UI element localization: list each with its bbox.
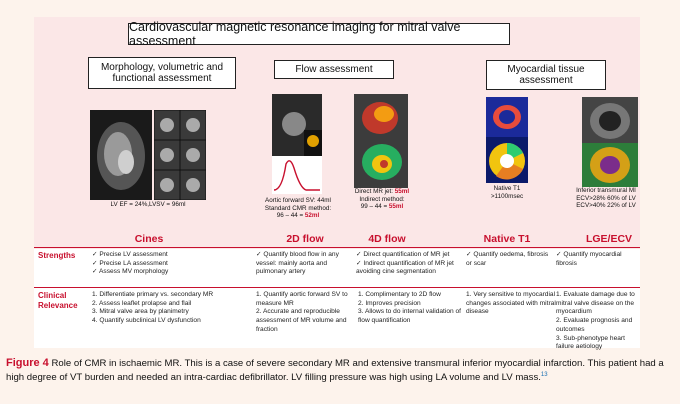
col-4d-flow: 4D flow — [368, 233, 406, 245]
list-item: 2. Assess leaflet prolapse and flail — [92, 299, 192, 307]
cine-caption: LV EF = 24%,LVSV = 96ml — [110, 201, 186, 208]
strengths-flow4d: ✓ Direct quantification of MR jet ✓ Indi… — [356, 251, 468, 277]
clinical-flow2d: 1. Quantify aortic forward SV to measure… — [256, 291, 354, 335]
list-item: 1. Very sensitive to myocardial changes … — [466, 291, 556, 316]
strengths-cines: ✓ Precise LV assessment ✓ Precise LA ass… — [92, 251, 250, 277]
flow4d-direct-value: 55ml — [394, 188, 410, 195]
list-item: ✓ Direct quantification of MR jet — [356, 251, 450, 258]
strengths-flow2d: ✓ Quantify blood flow in any vessel: mai… — [256, 251, 352, 277]
list-item: ✓ Quantify myocardial fibrosis — [556, 251, 622, 267]
divider-top — [34, 247, 640, 248]
cine-grid-image — [154, 110, 206, 200]
col-native-t1: Native T1 — [483, 233, 531, 245]
header-morphology: Morphology, volumetric and functional as… — [88, 57, 236, 89]
flow4d-graphic — [362, 102, 402, 180]
row-clinical-label: Clinical Relevance — [38, 291, 78, 310]
col-cines: Cines — [134, 233, 164, 245]
list-item: ✓ Precise LV assessment — [92, 251, 168, 258]
list-item: ✓ Indirect quantification of MR jet avoi… — [356, 259, 454, 276]
lge-caption-line2: ECV>28% 60% of LV — [576, 194, 636, 202]
flow4d-result: 55ml — [388, 203, 404, 211]
flow2d-curve — [272, 156, 322, 194]
list-item: 3. Sub-phenotype heart failure aetiology — [556, 334, 625, 351]
list-item: 1. Evaluate damage due to mitral valve d… — [556, 291, 635, 316]
col-lge-ecv: LGE/ECV — [585, 233, 633, 245]
t1-caption-line1: Native T1 — [493, 185, 521, 192]
strengths-t1: ✓ Quantify oedema, fibrosis or scar — [466, 251, 554, 268]
figure-panel: Cardiovascular magnetic resonance imagin… — [34, 17, 640, 350]
flow4d-calc: 99 – 44 = — [360, 203, 389, 211]
flow4d-direct-label: Direct MR jet: — [354, 188, 395, 195]
list-item: 4. Quantify subclinical LV dysfunction — [92, 317, 201, 325]
list-item: ✓ Assess MV morphology — [92, 268, 169, 276]
list-item: 1. Differentiate primary vs. secondary M… — [92, 291, 214, 298]
list-item: 1. Quantify aortic forward SV to measure… — [256, 291, 348, 307]
cine-heart-graphic — [97, 122, 145, 190]
list-item: 2. Accurate and reproducible assessment … — [256, 308, 347, 333]
lge-graphic — [582, 103, 638, 187]
list-item: ✓ Quantify blood flow in any vessel: mai… — [256, 251, 339, 276]
clinical-cines: 1. Differentiate primary vs. secondary M… — [92, 291, 252, 326]
lge-caption-line3: ECV>40% 22% of LV — [576, 202, 636, 210]
figure-caption-text: Role of CMR in ischaemic MR. This is a c… — [6, 358, 664, 384]
clinical-lge: 1. Evaluate damage due to mitral valve d… — [556, 291, 640, 352]
t1-graphic — [486, 97, 528, 180]
header-tissue: Myocardial tissue assessment — [486, 60, 606, 90]
list-item: 2. Evaluate prognosis and outcomes — [556, 317, 633, 333]
list-item: 2. Improves precision — [358, 299, 421, 307]
divider-mid — [34, 287, 640, 288]
flow2d-caption-line1: Aortic forward SV: 44ml — [265, 197, 331, 204]
clinical-t1: 1. Very sensitive to myocardial changes … — [466, 291, 556, 317]
t1-caption-line2: >1100msec — [490, 192, 524, 200]
flow4d-caption-line3: 99 – 44 = 55ml — [348, 203, 416, 211]
list-item: 3. Mitral valve area by planimetry — [92, 308, 189, 316]
figure-caption: Figure 4 Role of CMR in ischaemic MR. Th… — [6, 356, 676, 385]
flow2d-calc: 96 – 44 = — [276, 212, 305, 220]
list-item: 3. Allows to do internal validation of f… — [358, 308, 461, 325]
list-item: ✓ Precise LA assessment — [92, 259, 168, 267]
col-2d-flow: 2D flow — [286, 233, 324, 245]
figure-title: Cardiovascular magnetic resonance imagin… — [128, 20, 510, 48]
flow2d-caption: Aortic forward SV: 44ml Standard CMR met… — [260, 197, 336, 220]
header-flow: Flow assessment — [274, 60, 394, 79]
t1-caption: Native T1 >1100msec — [480, 185, 534, 200]
lge-caption-line1: Inferior transmural MI — [576, 187, 636, 194]
flow2d-image — [272, 94, 322, 156]
flow4d-caption-line1: Direct MR jet: 55ml — [348, 188, 416, 196]
list-item: ✓ Quantify oedema, fibrosis or scar — [466, 251, 549, 267]
cine-large-image — [90, 110, 152, 200]
lge-caption: Inferior transmural MI ECV>28% 60% of LV… — [572, 187, 640, 210]
flow4d-caption-line2: Indirect method: — [359, 195, 405, 203]
list-item: 1. Complimentary to 2D flow — [358, 291, 441, 298]
flow2d-result: 52ml — [304, 212, 320, 220]
lge-image — [582, 97, 638, 187]
flow2d-curve-graphic — [273, 160, 320, 191]
flow4d-caption: Direct MR jet: 55ml Indirect method: 99 … — [348, 188, 416, 211]
flow4d-image — [354, 94, 408, 188]
flow2d-caption-line3: 96 – 44 = 52ml — [260, 212, 336, 220]
figure-label: Figure 4 — [6, 357, 49, 369]
row-strengths-label: Strengths — [38, 251, 76, 260]
reference-link[interactable]: 13 — [540, 372, 548, 379]
t1-image — [486, 97, 528, 183]
cine-grid-graphic — [154, 110, 206, 200]
strengths-lge: ✓ Quantify myocardial fibrosis — [556, 251, 640, 268]
flow2d-vessel-graphic — [272, 94, 322, 156]
clinical-flow4d: 1. Complimentary to 2D flow 2. Improves … — [358, 291, 462, 326]
flow2d-caption-line2: Standard CMR method: — [264, 204, 332, 212]
